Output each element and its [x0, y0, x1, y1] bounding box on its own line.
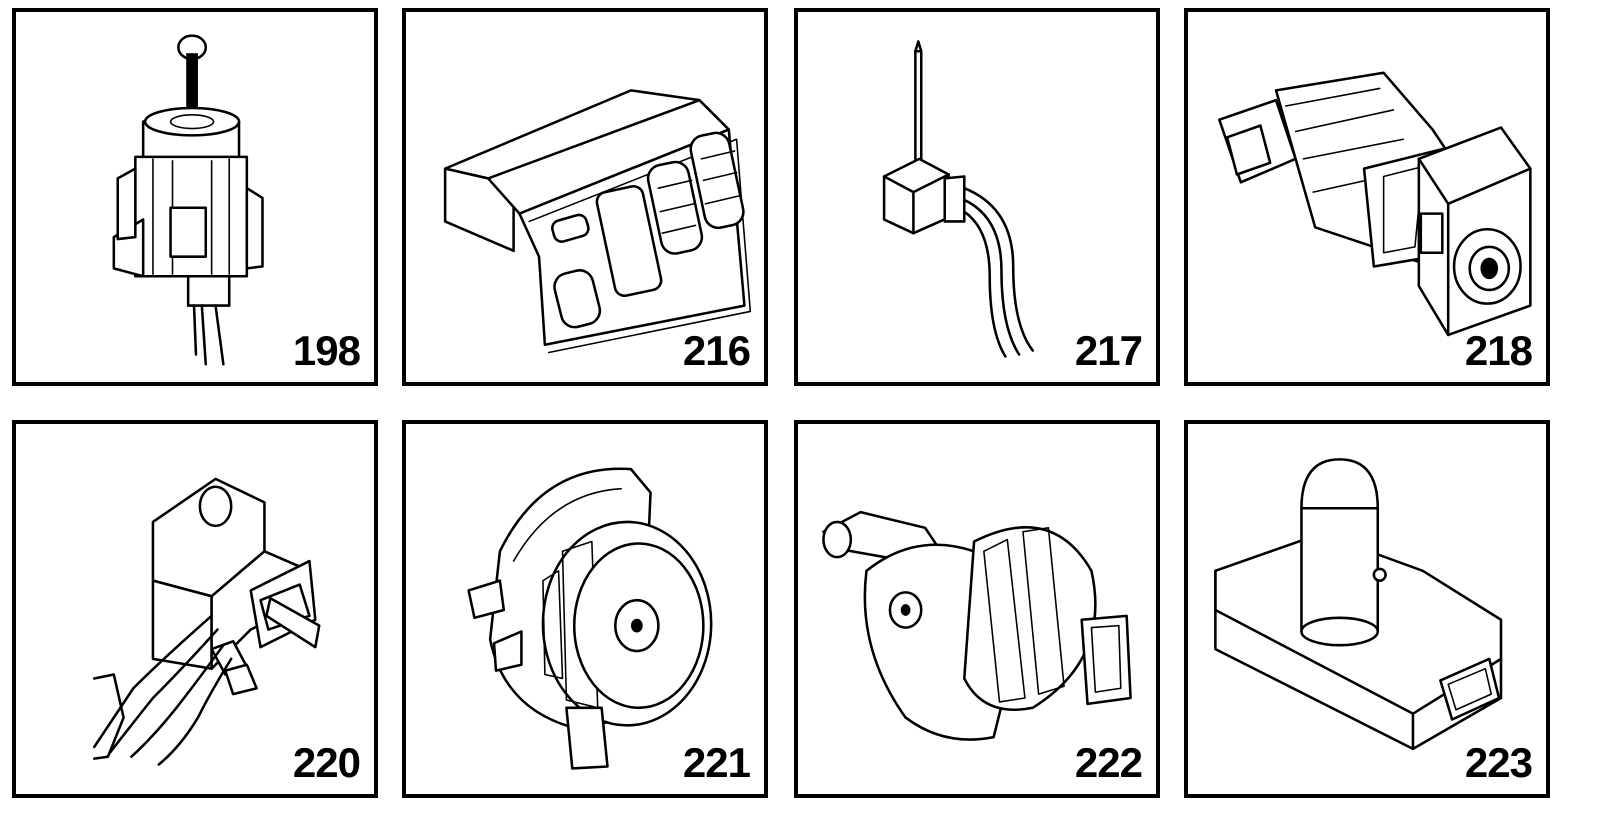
- part-tile-223: 223: [1184, 420, 1550, 798]
- temperature-probe-sensor-icon: [882, 40, 1035, 358]
- lever-actuator-motor-icon: [822, 510, 1132, 741]
- part-tile-221: 221: [402, 420, 768, 798]
- part-tile-216: 216: [402, 8, 768, 386]
- part-tile-222: 222: [794, 420, 1160, 798]
- ignition-switch-icon: [112, 34, 264, 366]
- ignition-lock-cylinder-icon: [1218, 71, 1532, 337]
- part-number-label: 218: [1464, 327, 1533, 374]
- part-number-label: 216: [682, 327, 751, 374]
- damper-actuator-motor-icon: [467, 467, 713, 770]
- climate-control-panel-icon: [443, 89, 752, 354]
- part-tile-218: 218: [1184, 8, 1550, 386]
- sensor-bracket-with-wiring-icon: [92, 477, 321, 766]
- part-number-label: 221: [682, 739, 751, 786]
- part-number-label: 223: [1464, 739, 1533, 786]
- part-tile-198: 198: [12, 8, 378, 386]
- part-number-label: 222: [1074, 739, 1143, 786]
- part-number-label: 198: [292, 327, 361, 374]
- part-tile-220: 220: [12, 420, 378, 798]
- control-module-with-connector-icon: [1214, 458, 1503, 751]
- part-tile-217: 217: [794, 8, 1160, 386]
- part-number-label: 217: [1074, 327, 1143, 374]
- part-number-label: 220: [292, 739, 361, 786]
